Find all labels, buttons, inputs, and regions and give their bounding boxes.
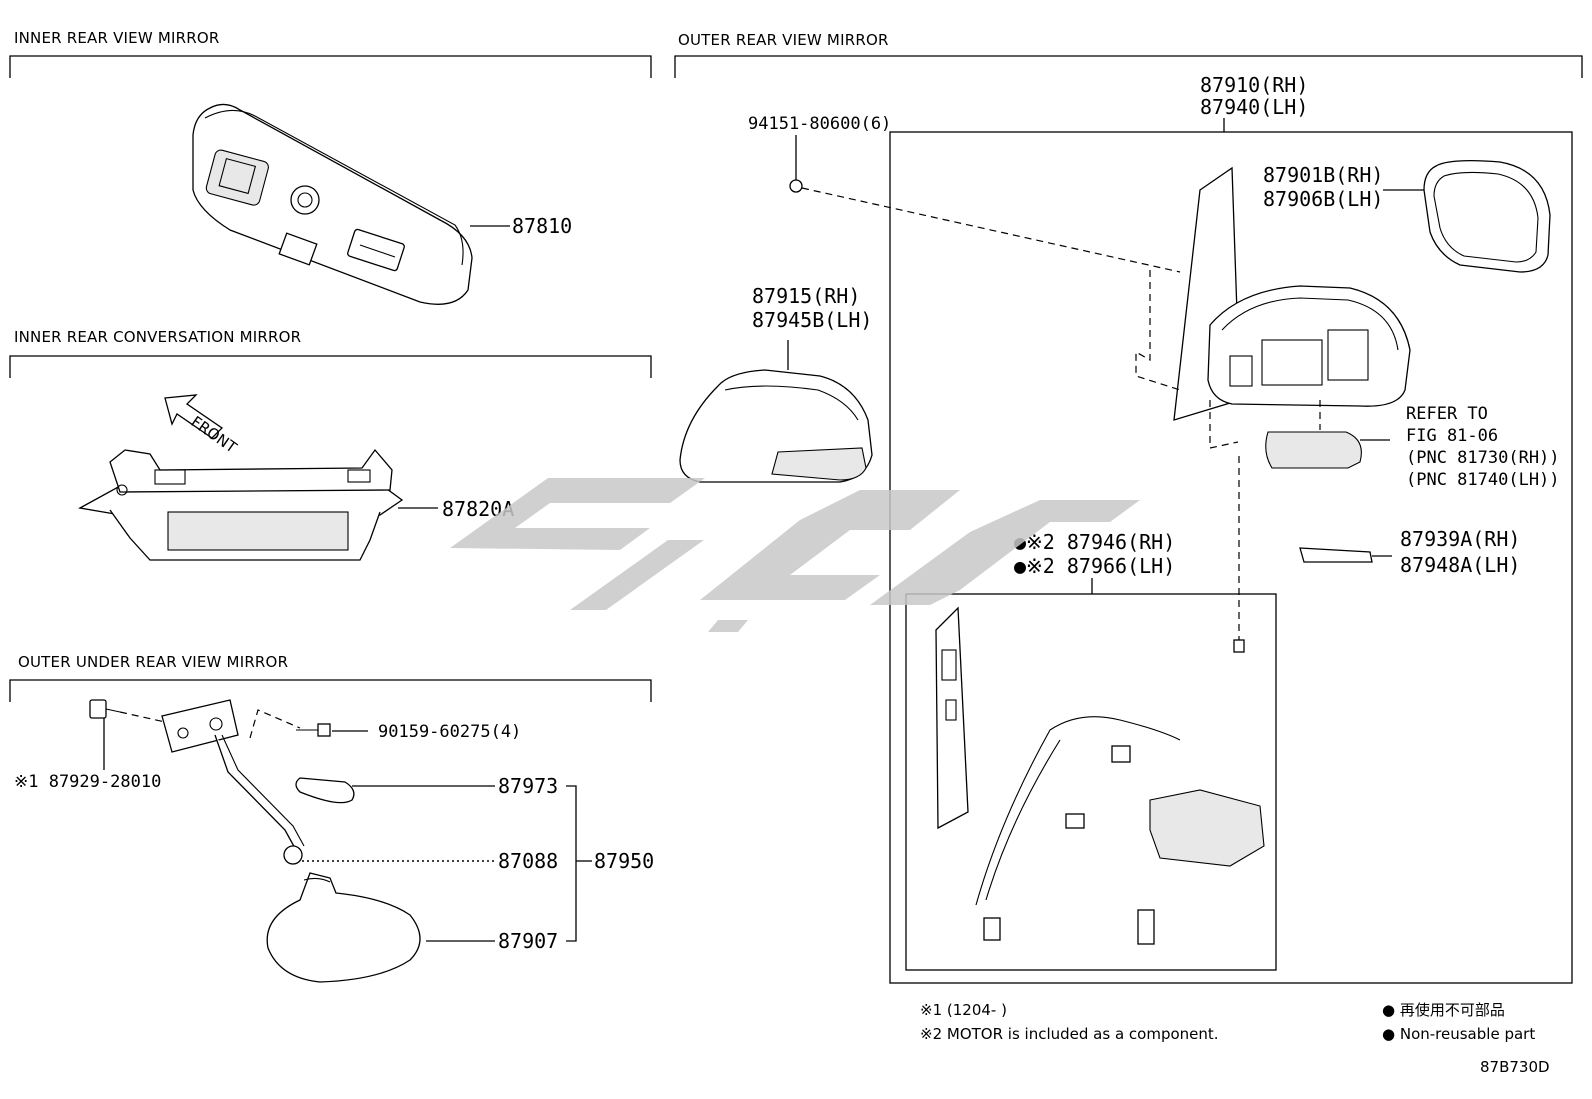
label-87088: 87088 [498, 849, 558, 873]
under-mirror-drawing [89, 699, 592, 983]
label-87973: 87973 [498, 774, 558, 798]
figure-code: 87B730D [1480, 1058, 1550, 1076]
legend-japanese: ● 再使用不可部品 [1382, 1001, 1505, 1019]
label-87940-lh: 87940(LH) [1200, 95, 1308, 119]
conversation-mirror-drawing [78, 448, 438, 561]
section-title-inner-rear-conversation: INNER REAR CONVERSATION MIRROR [14, 328, 301, 346]
label-refer-2: FIG 81-06 [1406, 426, 1498, 446]
label-87939a-rh: 87939A(RH) [1400, 527, 1520, 551]
label-refer-1: REFER TO [1406, 404, 1488, 424]
outer-mirror-drawing [679, 135, 1551, 945]
label-87810: 87810 [512, 214, 572, 238]
footnote-2: ※2 MOTOR is included as a component. [920, 1025, 1219, 1043]
section-title-outer-under-rear-view: OUTER UNDER REAR VIEW MIRROR [18, 653, 288, 671]
label-87948a-lh: 87948A(LH) [1400, 553, 1520, 577]
watermark-logo [450, 478, 1140, 632]
label-87966-lh: ●※2 87966(LH) [1014, 554, 1175, 578]
label-87929: ※1 87929-28010 [14, 772, 161, 792]
label-94151: 94151-80600(6) [748, 114, 891, 134]
label-87945b-lh: 87945B(LH) [752, 308, 872, 332]
motor-subframe-87946 [905, 593, 1277, 971]
label-87901b-rh: 87901B(RH) [1263, 163, 1383, 187]
label-87950: 87950 [594, 849, 654, 873]
front-arrow: FRONT [164, 394, 241, 458]
footnote-1: ※1 (1204- ) [920, 1001, 1007, 1019]
legend-non-reusable: ● Non-reusable part [1382, 1025, 1535, 1043]
section-inner-rear-view: INNER REAR VIEW MIRROR [9, 29, 652, 78]
label-87906b-lh: 87906B(LH) [1263, 187, 1383, 211]
section-title-inner-rear-view: INNER REAR VIEW MIRROR [14, 29, 220, 47]
label-refer-3: (PNC 81730(RH)) [1406, 448, 1560, 468]
label-90159: 90159-60275(4) [378, 722, 521, 742]
label-87915-rh: 87915(RH) [752, 284, 860, 308]
front-arrow-label: FRONT [188, 413, 241, 458]
assembly-frame-87910 [889, 131, 1573, 984]
label-87910-rh: 87910(RH) [1200, 73, 1308, 97]
section-outer-rear-view: OUTER REAR VIEW MIRROR [674, 31, 1583, 78]
section-inner-rear-conversation: INNER REAR CONVERSATION MIRROR [9, 328, 652, 378]
label-87946-rh: ●※2 87946(RH) [1014, 530, 1175, 554]
label-refer-4: (PNC 81740(LH)) [1406, 470, 1560, 490]
inner-mirror-drawing [192, 103, 510, 305]
section-outer-under-rear-view: OUTER UNDER REAR VIEW MIRROR [9, 653, 652, 702]
section-title-outer-rear-view: OUTER REAR VIEW MIRROR [678, 31, 889, 49]
label-87907: 87907 [498, 929, 558, 953]
